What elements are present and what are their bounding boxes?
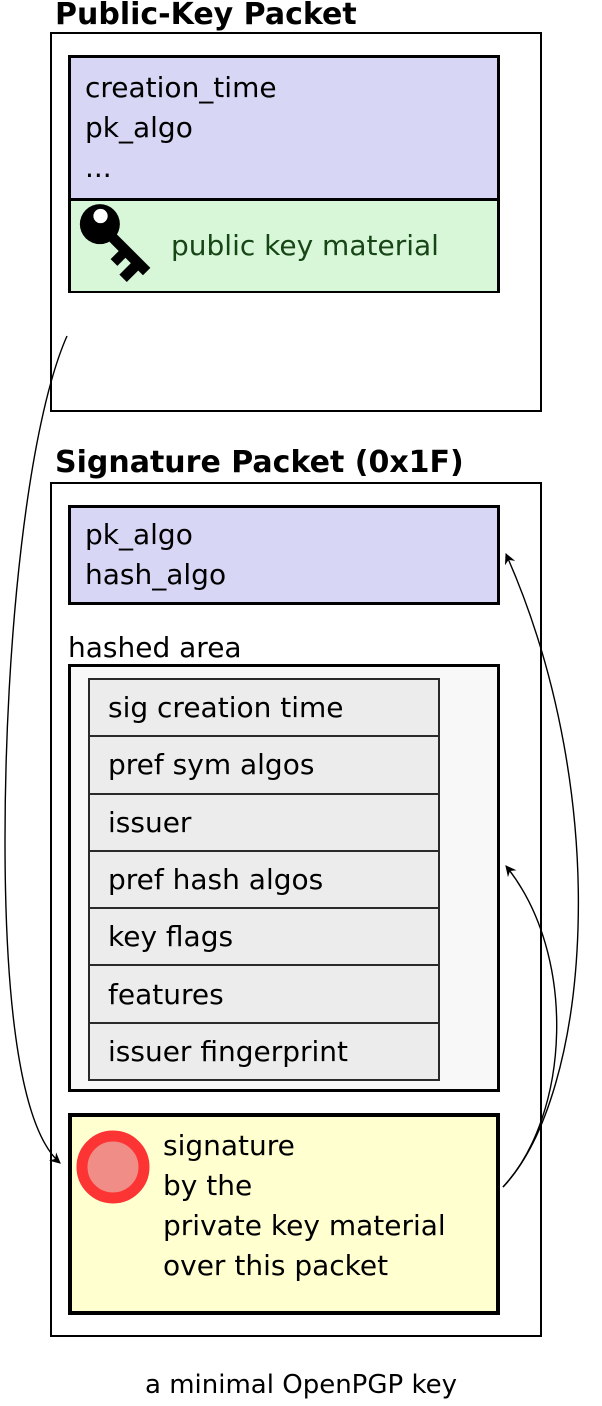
- field-sig-hash-algo: hash_algo: [85, 558, 227, 591]
- hashed-area-label: hashed area: [68, 631, 242, 664]
- public-key-packet-title: Public-Key Packet: [55, 0, 357, 32]
- field-pk-algo: pk_algo: [85, 111, 193, 144]
- subpacket-row-key-flags: key flags: [90, 909, 438, 967]
- field-ellipsis: ...: [85, 151, 112, 184]
- seal-icon: [71, 1125, 155, 1209]
- public-key-material-section: public key material: [71, 198, 497, 291]
- subpacket-row-sig-creation-time: sig creation time: [90, 680, 438, 738]
- field-creation-time: creation_time: [85, 71, 277, 104]
- signature-line-3: private key material: [163, 1209, 446, 1242]
- public-key-header-fields: creation_time pk_algo ...: [71, 58, 497, 198]
- subpacket-row-issuer-fingerprint: issuer fingerprint: [90, 1023, 438, 1079]
- hashed-subpacket-table: sig creation time pref sym algos issuer …: [88, 678, 440, 1081]
- public-key-material-label: public key material: [171, 229, 439, 262]
- signature-line-1: signature: [163, 1129, 295, 1162]
- subpacket-row-pref-sym-algos: pref sym algos: [90, 737, 438, 795]
- signature-packet-title: Signature Packet (0x1F): [55, 445, 464, 480]
- key-icon: [77, 201, 157, 291]
- subpacket-row-features: features: [90, 966, 438, 1024]
- subpacket-row-pref-hash-algos: pref hash algos: [90, 851, 438, 910]
- signature-description: signature by the private key material ov…: [163, 1126, 446, 1286]
- subpacket-row-issuer: issuer: [90, 794, 438, 852]
- signature-line-4: over this packet: [163, 1249, 389, 1282]
- signature-header-fields: pk_algo hash_algo: [68, 505, 500, 605]
- public-key-header-and-material: creation_time pk_algo ... public key mat…: [68, 55, 500, 293]
- diagram-caption: a minimal OpenPGP key: [145, 1370, 457, 1400]
- field-sig-pk-algo: pk_algo: [85, 518, 193, 551]
- signature-line-2: by the: [163, 1169, 253, 1202]
